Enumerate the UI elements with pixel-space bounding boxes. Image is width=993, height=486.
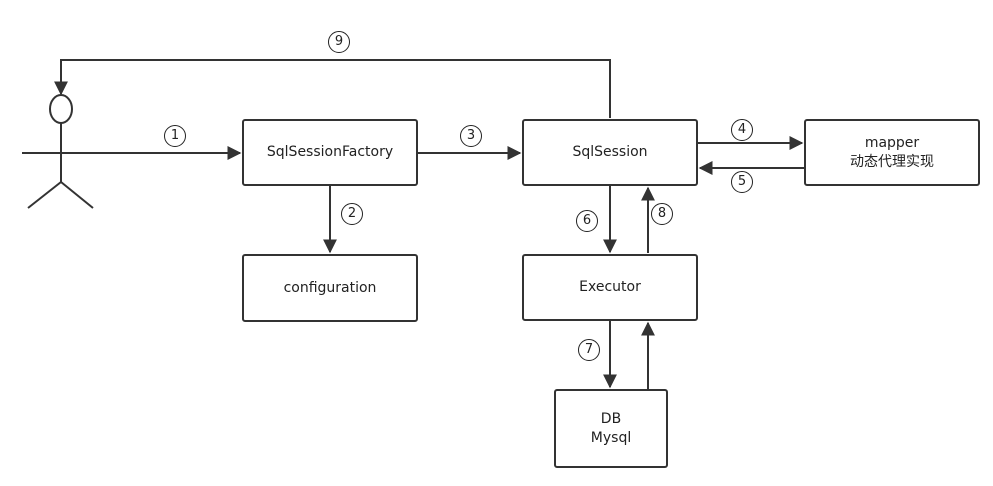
user-actor-icon xyxy=(22,94,100,209)
step-4-marker: 4 xyxy=(731,119,753,141)
step-5-marker: 5 xyxy=(731,171,753,193)
db-label-line2: Mysql xyxy=(590,429,632,446)
step-9-marker: 9 xyxy=(328,31,350,53)
step-6-marker: 6 xyxy=(576,210,598,232)
step-3-marker: 3 xyxy=(460,125,482,147)
sqlsessionfactory-label: SqlSessionFactory xyxy=(266,144,394,160)
db-box: DB Mysql xyxy=(554,389,668,468)
step-2-marker: 2 xyxy=(341,203,363,225)
step-1-marker: 1 xyxy=(164,125,186,147)
sqlsession-label: SqlSession xyxy=(572,144,648,160)
sqlsessionfactory-box: SqlSessionFactory xyxy=(242,119,418,186)
mapper-box: mapper 动态代理实现 xyxy=(804,119,980,186)
step-8-marker: 8 xyxy=(651,203,673,225)
configuration-label: configuration xyxy=(283,279,377,296)
mapper-label-line1: mapper xyxy=(864,134,920,151)
executor-box: Executor xyxy=(522,254,698,321)
sqlsession-box: SqlSession xyxy=(522,119,698,186)
arrow-session-to-user xyxy=(54,59,611,118)
step-7-marker: 7 xyxy=(578,339,600,361)
mapper-label-line2: 动态代理实现 xyxy=(850,153,934,170)
configuration-box: configuration xyxy=(242,254,418,322)
executor-label: Executor xyxy=(579,279,641,295)
db-label-line1: DB xyxy=(600,410,622,427)
